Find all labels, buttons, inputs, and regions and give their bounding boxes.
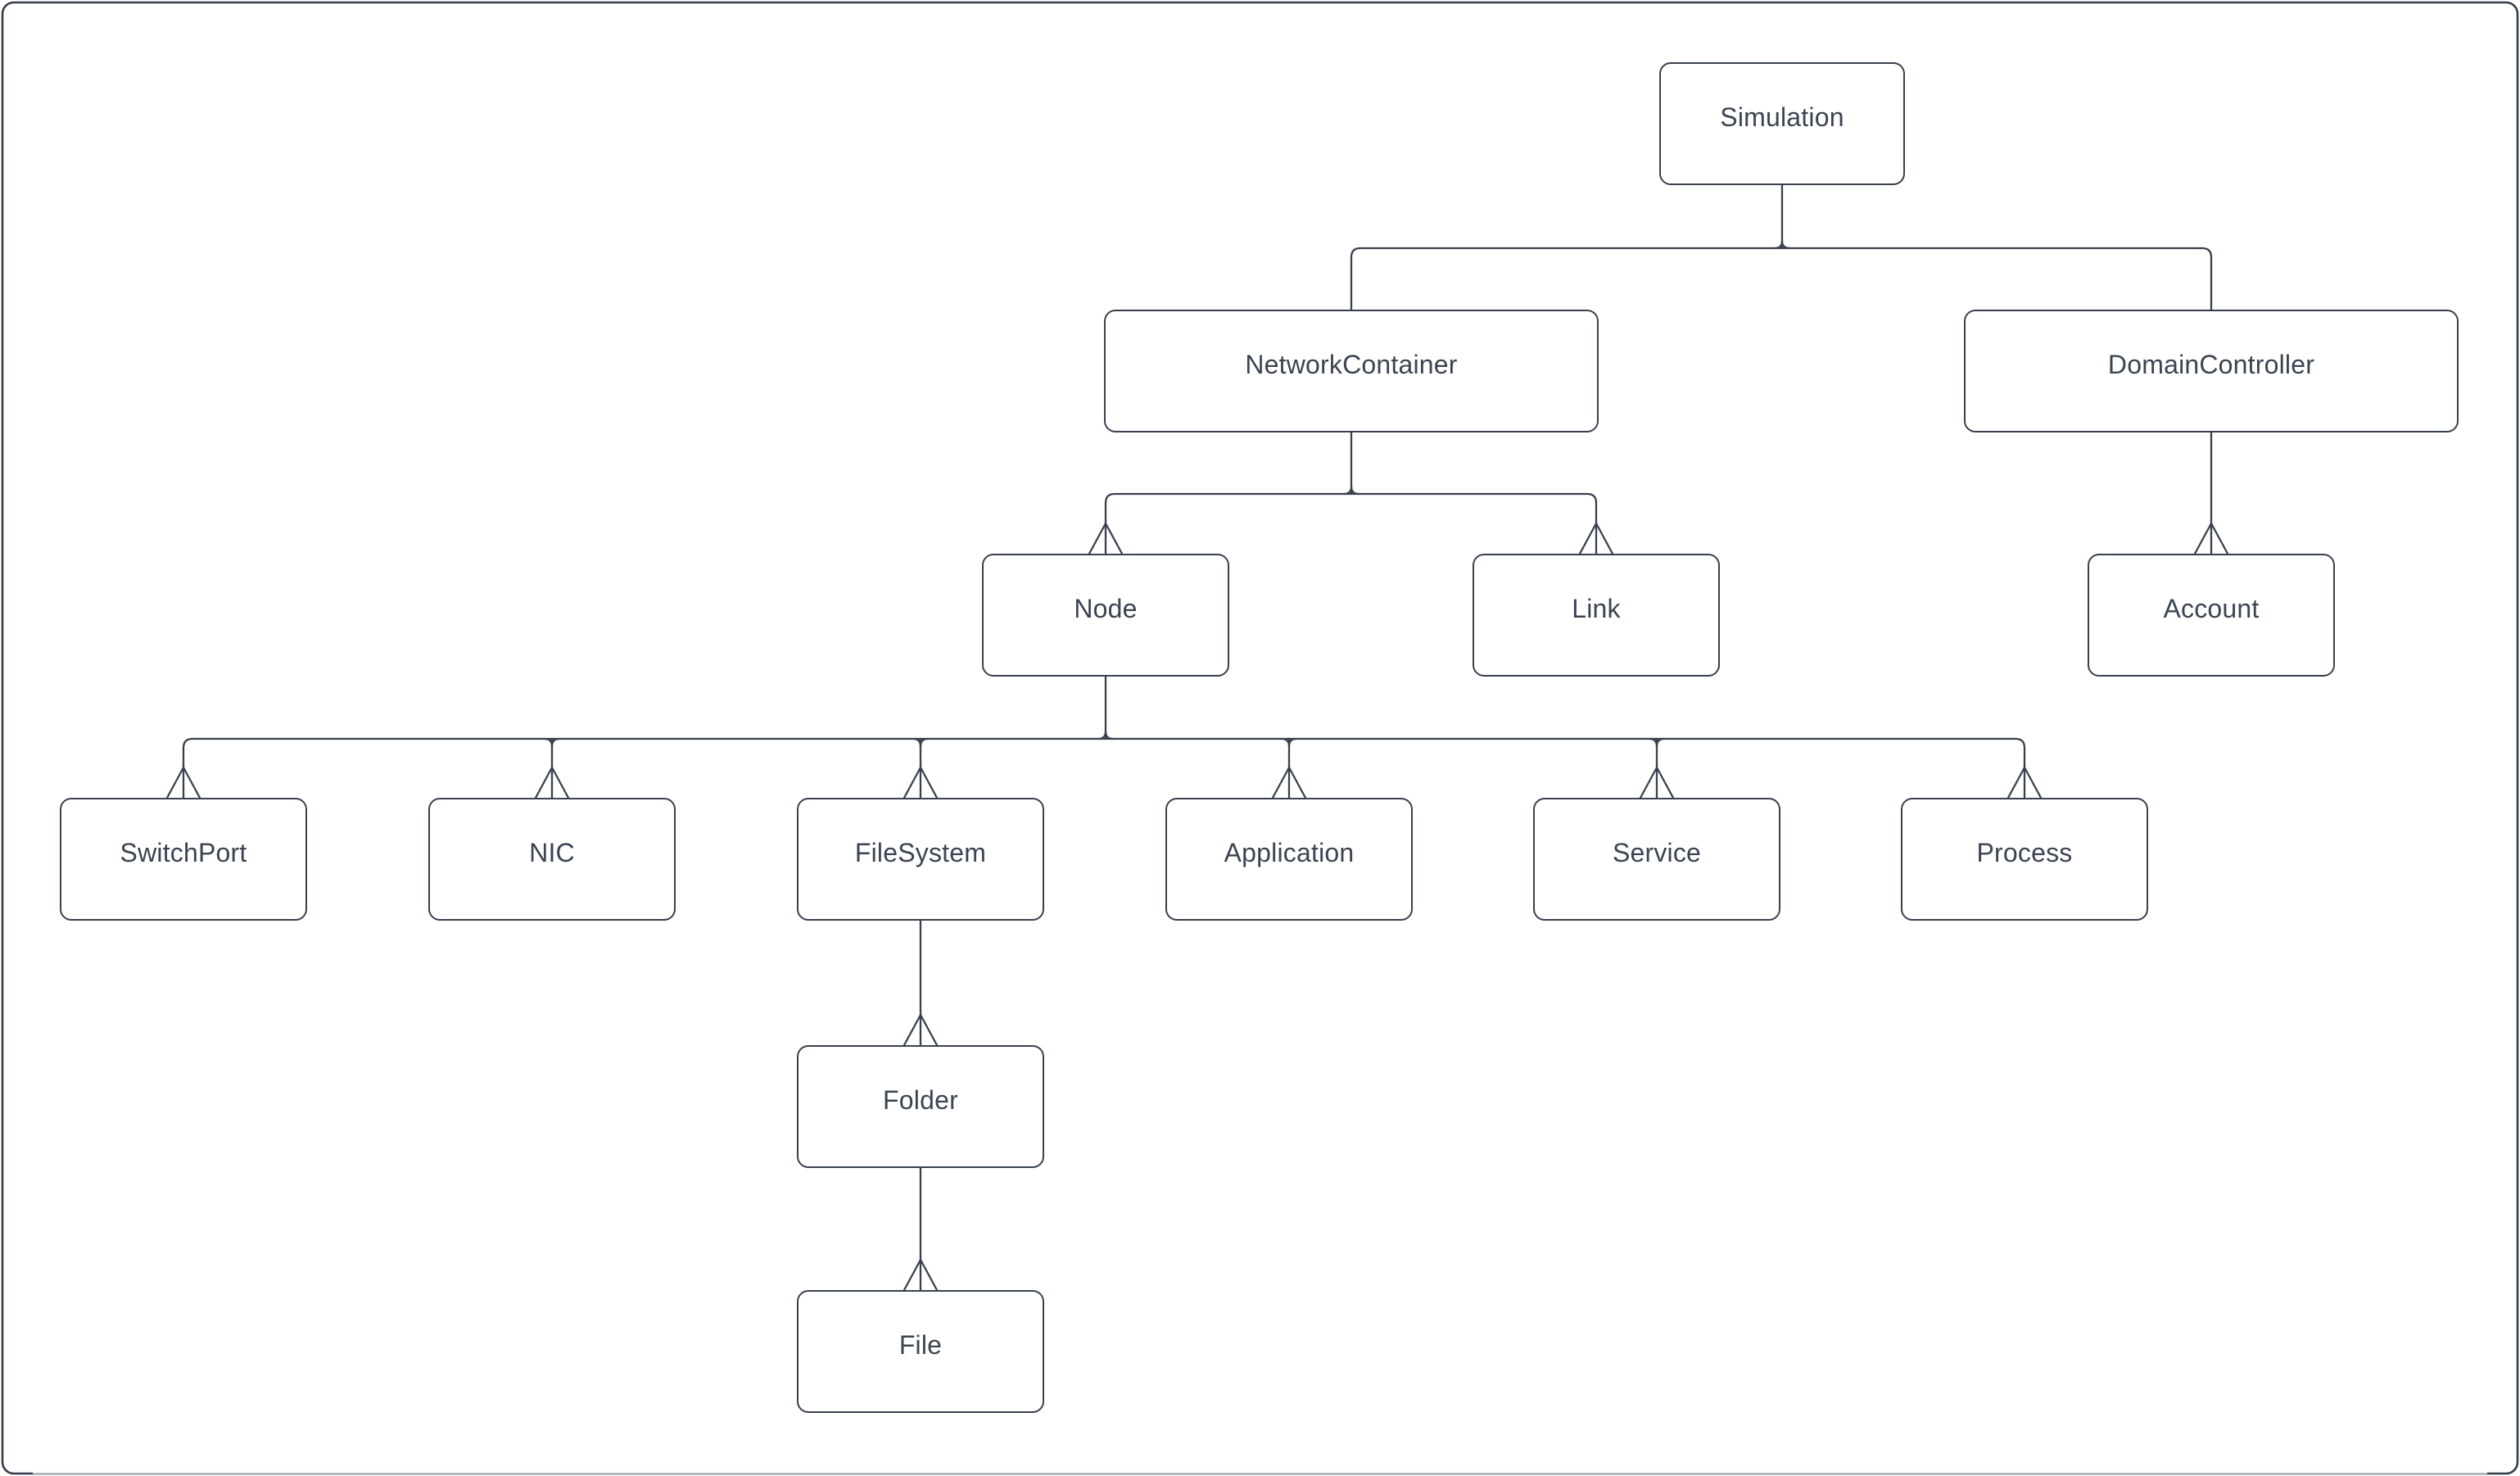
node-label: NIC — [529, 837, 575, 867]
node-box-account[interactable]: Account — [2088, 554, 2335, 677]
node-box-domain-controller[interactable]: DomainController — [1964, 310, 2459, 432]
edge-node-arrowhead — [165, 766, 201, 799]
node-box-node[interactable]: Node — [982, 554, 1229, 677]
edge-node-arrowhead — [534, 766, 570, 799]
node-box-process[interactable]: Process — [1901, 798, 2148, 921]
node-box-switchport[interactable]: SwitchPort — [60, 798, 307, 921]
node-box-filesystem[interactable]: FileSystem — [797, 798, 1044, 921]
edge-simulation-fillet — [1773, 239, 1791, 250]
node-label: DomainController — [2107, 349, 2315, 379]
edge-node-arrowhead — [1271, 766, 1307, 799]
node-label: SwitchPort — [120, 837, 247, 867]
edge-domain-controller-arrowhead — [2193, 522, 2229, 555]
node-label: Simulation — [1720, 102, 1844, 132]
edge-simulation-bus — [1350, 247, 2213, 311]
edge-network-container-arrowhead — [1578, 522, 1614, 555]
edge-node-arrowhead — [1639, 766, 1675, 799]
edge-node-bus — [182, 737, 2026, 799]
node-label: Service — [1612, 837, 1702, 867]
edge-filesystem-arrowhead — [903, 1013, 939, 1047]
edge-node-fillet — [1280, 737, 1298, 748]
edge-node-fillet — [1097, 730, 1115, 740]
edge-node-fillet — [543, 737, 561, 748]
node-box-simulation[interactable]: Simulation — [1659, 62, 1905, 185]
node-label: FileSystem — [854, 837, 987, 867]
node-label: Account — [2163, 593, 2260, 623]
node-label: NetworkContainer — [1245, 349, 1458, 379]
node-label: Process — [1976, 837, 2073, 867]
edge-network-container-bus — [1104, 492, 1598, 555]
edge-node-fillet — [1648, 737, 1666, 748]
node-box-network-container[interactable]: NetworkContainer — [1104, 310, 1599, 432]
node-label: Link — [1572, 593, 1621, 623]
node-box-nic[interactable]: NIC — [428, 798, 676, 921]
node-box-application[interactable]: Application — [1165, 798, 1413, 921]
edge-node-arrowhead — [2006, 766, 2043, 799]
edge-node-fillet — [912, 737, 930, 748]
edge-network-container-arrowhead — [1088, 522, 1124, 555]
node-box-file[interactable]: File — [797, 1290, 1044, 1413]
node-box-folder[interactable]: Folder — [797, 1045, 1044, 1168]
node-label: Folder — [883, 1084, 958, 1115]
edge-node-arrowhead — [903, 766, 939, 799]
node-label: Application — [1224, 837, 1355, 867]
node-label: File — [898, 1329, 943, 1360]
edge-network-container-fillet — [1342, 485, 1360, 496]
node-box-service[interactable]: Service — [1533, 798, 1780, 921]
node-label: Node — [1074, 593, 1138, 623]
edge-folder-arrowhead — [903, 1258, 939, 1292]
node-box-link[interactable]: Link — [1473, 554, 1720, 677]
